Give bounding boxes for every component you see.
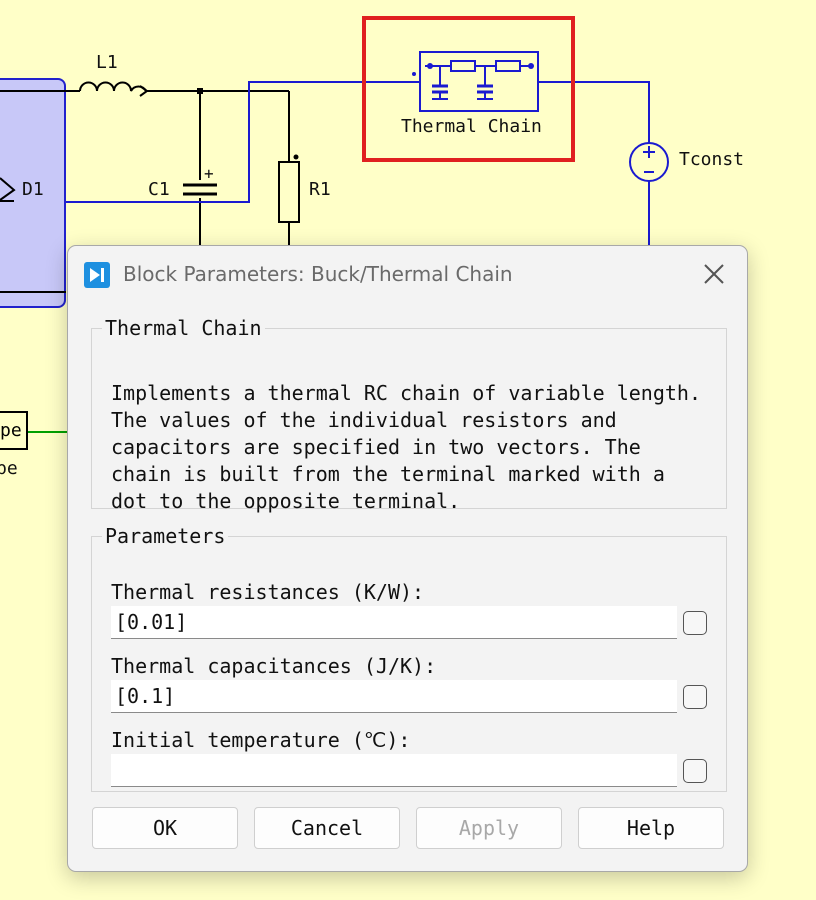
black-wires: [0, 90, 290, 293]
description-text: Implements a thermal RC chain of variabl…: [111, 381, 702, 513]
dialog-title: Block Parameters: Buck/Thermal Chain: [123, 262, 513, 286]
help-button[interactable]: Help: [578, 807, 724, 849]
label-c1-plus: +: [204, 164, 214, 183]
label-d1: D1: [22, 179, 44, 200]
ok-button[interactable]: OK: [92, 807, 238, 849]
initial-temperature-checkbox[interactable]: [683, 759, 707, 783]
pe-block-label: pe: [0, 420, 22, 441]
label-thermal-chain: Thermal Chain: [401, 116, 542, 137]
description-group: Thermal Chain Implements a thermal RC ch…: [91, 316, 727, 513]
apply-button[interactable]: Apply: [416, 807, 562, 849]
thermal-capacitances-input[interactable]: [111, 680, 677, 713]
thermal-chain-highlight: [362, 16, 575, 162]
thermal-resistances-label: Thermal resistances (K/W):: [111, 580, 425, 604]
label-r1: R1: [309, 179, 331, 200]
close-icon[interactable]: [696, 258, 732, 290]
thermal-resistances-checkbox[interactable]: [683, 611, 707, 635]
description-legend: Thermal Chain: [105, 316, 262, 340]
plecs-app-icon: [84, 262, 110, 288]
label-c1: C1: [148, 179, 170, 200]
cancel-button[interactable]: Cancel: [254, 807, 400, 849]
blue-wires: [66, 81, 650, 245]
block-parameters-dialog: Block Parameters: Buck/Thermal Chain The…: [67, 245, 748, 872]
thermal-chain-block[interactable]: [412, 51, 539, 112]
thermal-capacitances-checkbox[interactable]: [683, 685, 707, 709]
thermal-capacitances-label: Thermal capacitances (J/K):: [111, 654, 437, 678]
tconst-source-symbol[interactable]: [629, 142, 669, 182]
resistor-r1-symbol[interactable]: [278, 161, 300, 223]
initial-temperature-label: Initial temperature (℃):: [111, 728, 411, 752]
thermal-resistances-input[interactable]: [111, 606, 677, 639]
initial-temperature-input[interactable]: [111, 754, 677, 787]
capacitor-c1-symbol[interactable]: [183, 183, 217, 196]
parameters-group: Parameters Thermal resistances (K/W): Th…: [91, 524, 727, 792]
label-pe-below: pe: [0, 458, 18, 479]
label-tconst: Tconst: [679, 149, 745, 170]
pe-block[interactable]: pe: [0, 411, 28, 450]
inductor-l1-symbol[interactable]: [79, 81, 147, 92]
parameters-legend: Parameters: [105, 524, 226, 548]
dialog-titlebar[interactable]: Block Parameters: Buck/Thermal Chain: [68, 246, 747, 304]
label-l1: L1: [96, 52, 118, 73]
